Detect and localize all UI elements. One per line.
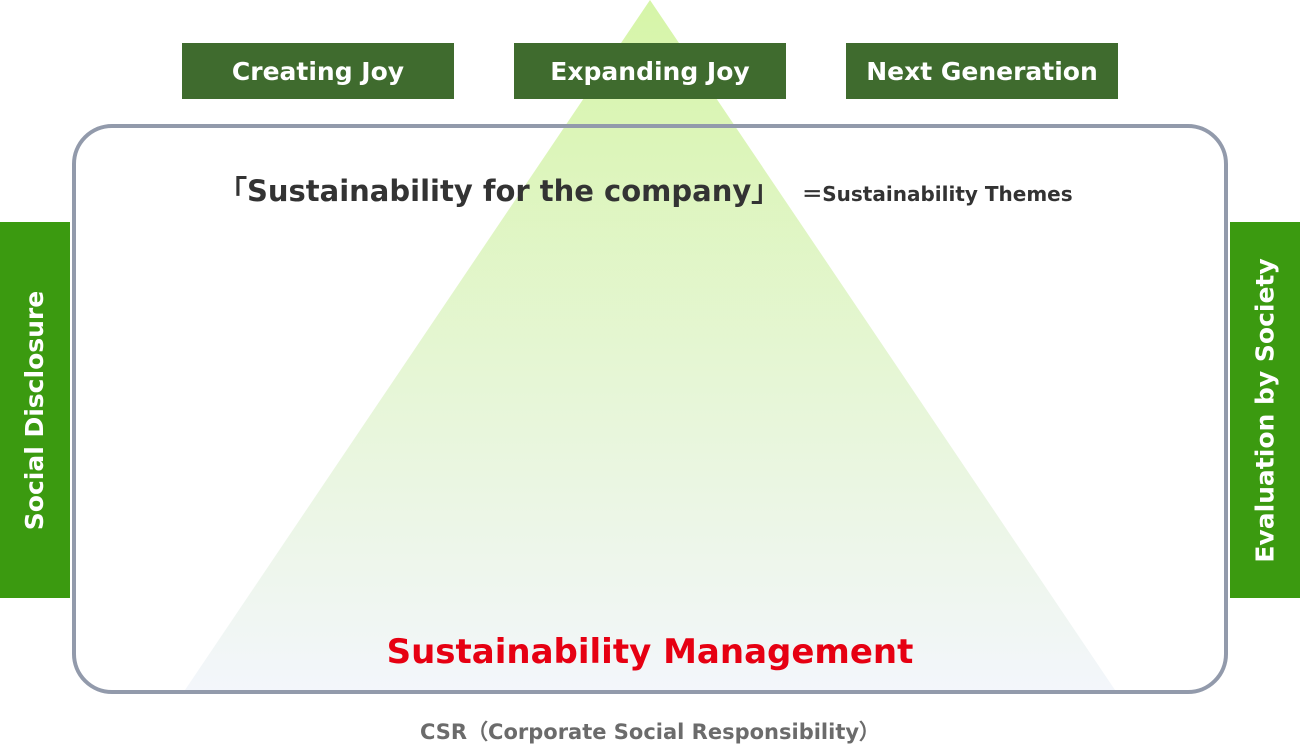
next-generation-box: Next Generation (846, 43, 1118, 99)
sustainability-themes-text: ＝Sustainability Themes (802, 182, 1073, 206)
sustainability-for-company-text: 「Sustainability for the company」 (218, 174, 781, 208)
creating-joy-box: Creating Joy (182, 43, 454, 99)
sustainability-themes-heading: 「Sustainability for the company」 ＝Sustai… (218, 168, 1073, 210)
social-disclosure-bar: Social Disclosure (0, 222, 70, 598)
social-disclosure-label: Social Disclosure (20, 290, 50, 530)
sustainability-management-label: Sustainability Management (386, 632, 914, 672)
sustainability-frame (72, 124, 1228, 694)
expanding-joy-box: Expanding Joy (514, 43, 786, 99)
csr-label: CSR（Corporate Social Responsibility） (419, 720, 881, 744)
evaluation-by-society-label: Evaluation by Society (1250, 257, 1280, 563)
evaluation-by-society-bar: Evaluation by Society (1230, 222, 1300, 598)
